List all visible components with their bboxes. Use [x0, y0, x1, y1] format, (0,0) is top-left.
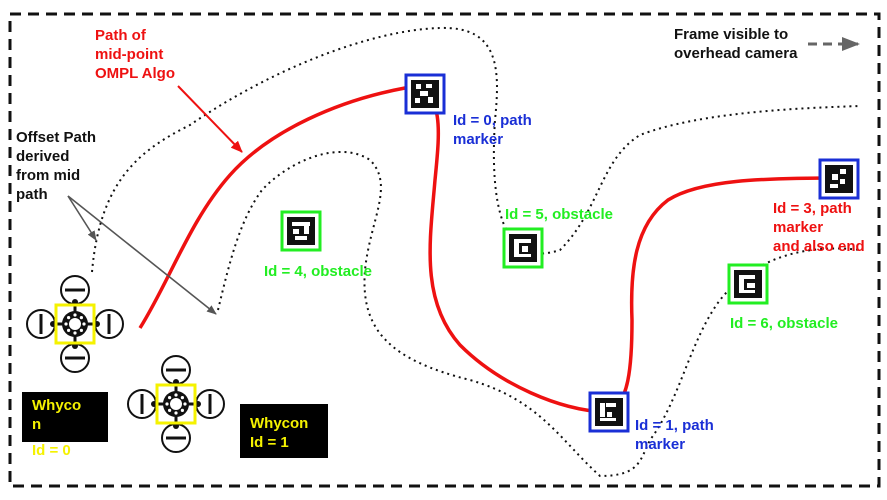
obstacle-id-5-label: Id = 5, obstacle: [505, 206, 613, 223]
obstacle-id-6-label: Id = 6, obstacle: [730, 315, 838, 332]
whycon-1-box: Whycon Id = 1: [240, 404, 328, 458]
obstacle-id-6: [727, 263, 769, 305]
whycon-1-id: Id = 1: [250, 434, 289, 451]
whycon-0-id: Id = 0: [32, 442, 71, 459]
drone-whycon-0-icon: [25, 274, 125, 374]
offset-path-label: Offset Path derived from mid path: [16, 129, 97, 203]
offset-arrow-1: [67, 195, 97, 241]
marker-id-1-label: Id = 1, path marker: [635, 417, 714, 453]
whycon-0-box: Whyco n: [22, 392, 108, 442]
mid-point-path: [138, 86, 841, 414]
frame-visible-label: Frame visible to overhead camera: [674, 26, 798, 62]
camera-frame-border: [8, 12, 881, 488]
mid-path-label: Path of mid-point OMPL Algo: [95, 27, 175, 82]
drone-whycon-1-icon: [126, 354, 226, 454]
marker-id-0-label: Id = 0, path marker: [453, 112, 532, 148]
mid-path-arrow: [177, 85, 243, 153]
marker-id-3: [818, 158, 860, 200]
marker-id-3-label: Id = 3, path marker and also end: [773, 200, 865, 255]
whycon-1-name: Whycon: [250, 415, 309, 432]
marker-id-0: [404, 73, 446, 115]
obstacle-id-4-label: Id = 4, obstacle: [264, 263, 372, 280]
whycon-0-name: Whyco n: [32, 397, 82, 433]
obstacle-id-4: [280, 210, 322, 252]
marker-id-1: [588, 391, 630, 433]
obstacle-id-5: [502, 227, 544, 269]
offset-arrow-2: [67, 195, 217, 315]
offset-path-outer: [91, 26, 861, 273]
